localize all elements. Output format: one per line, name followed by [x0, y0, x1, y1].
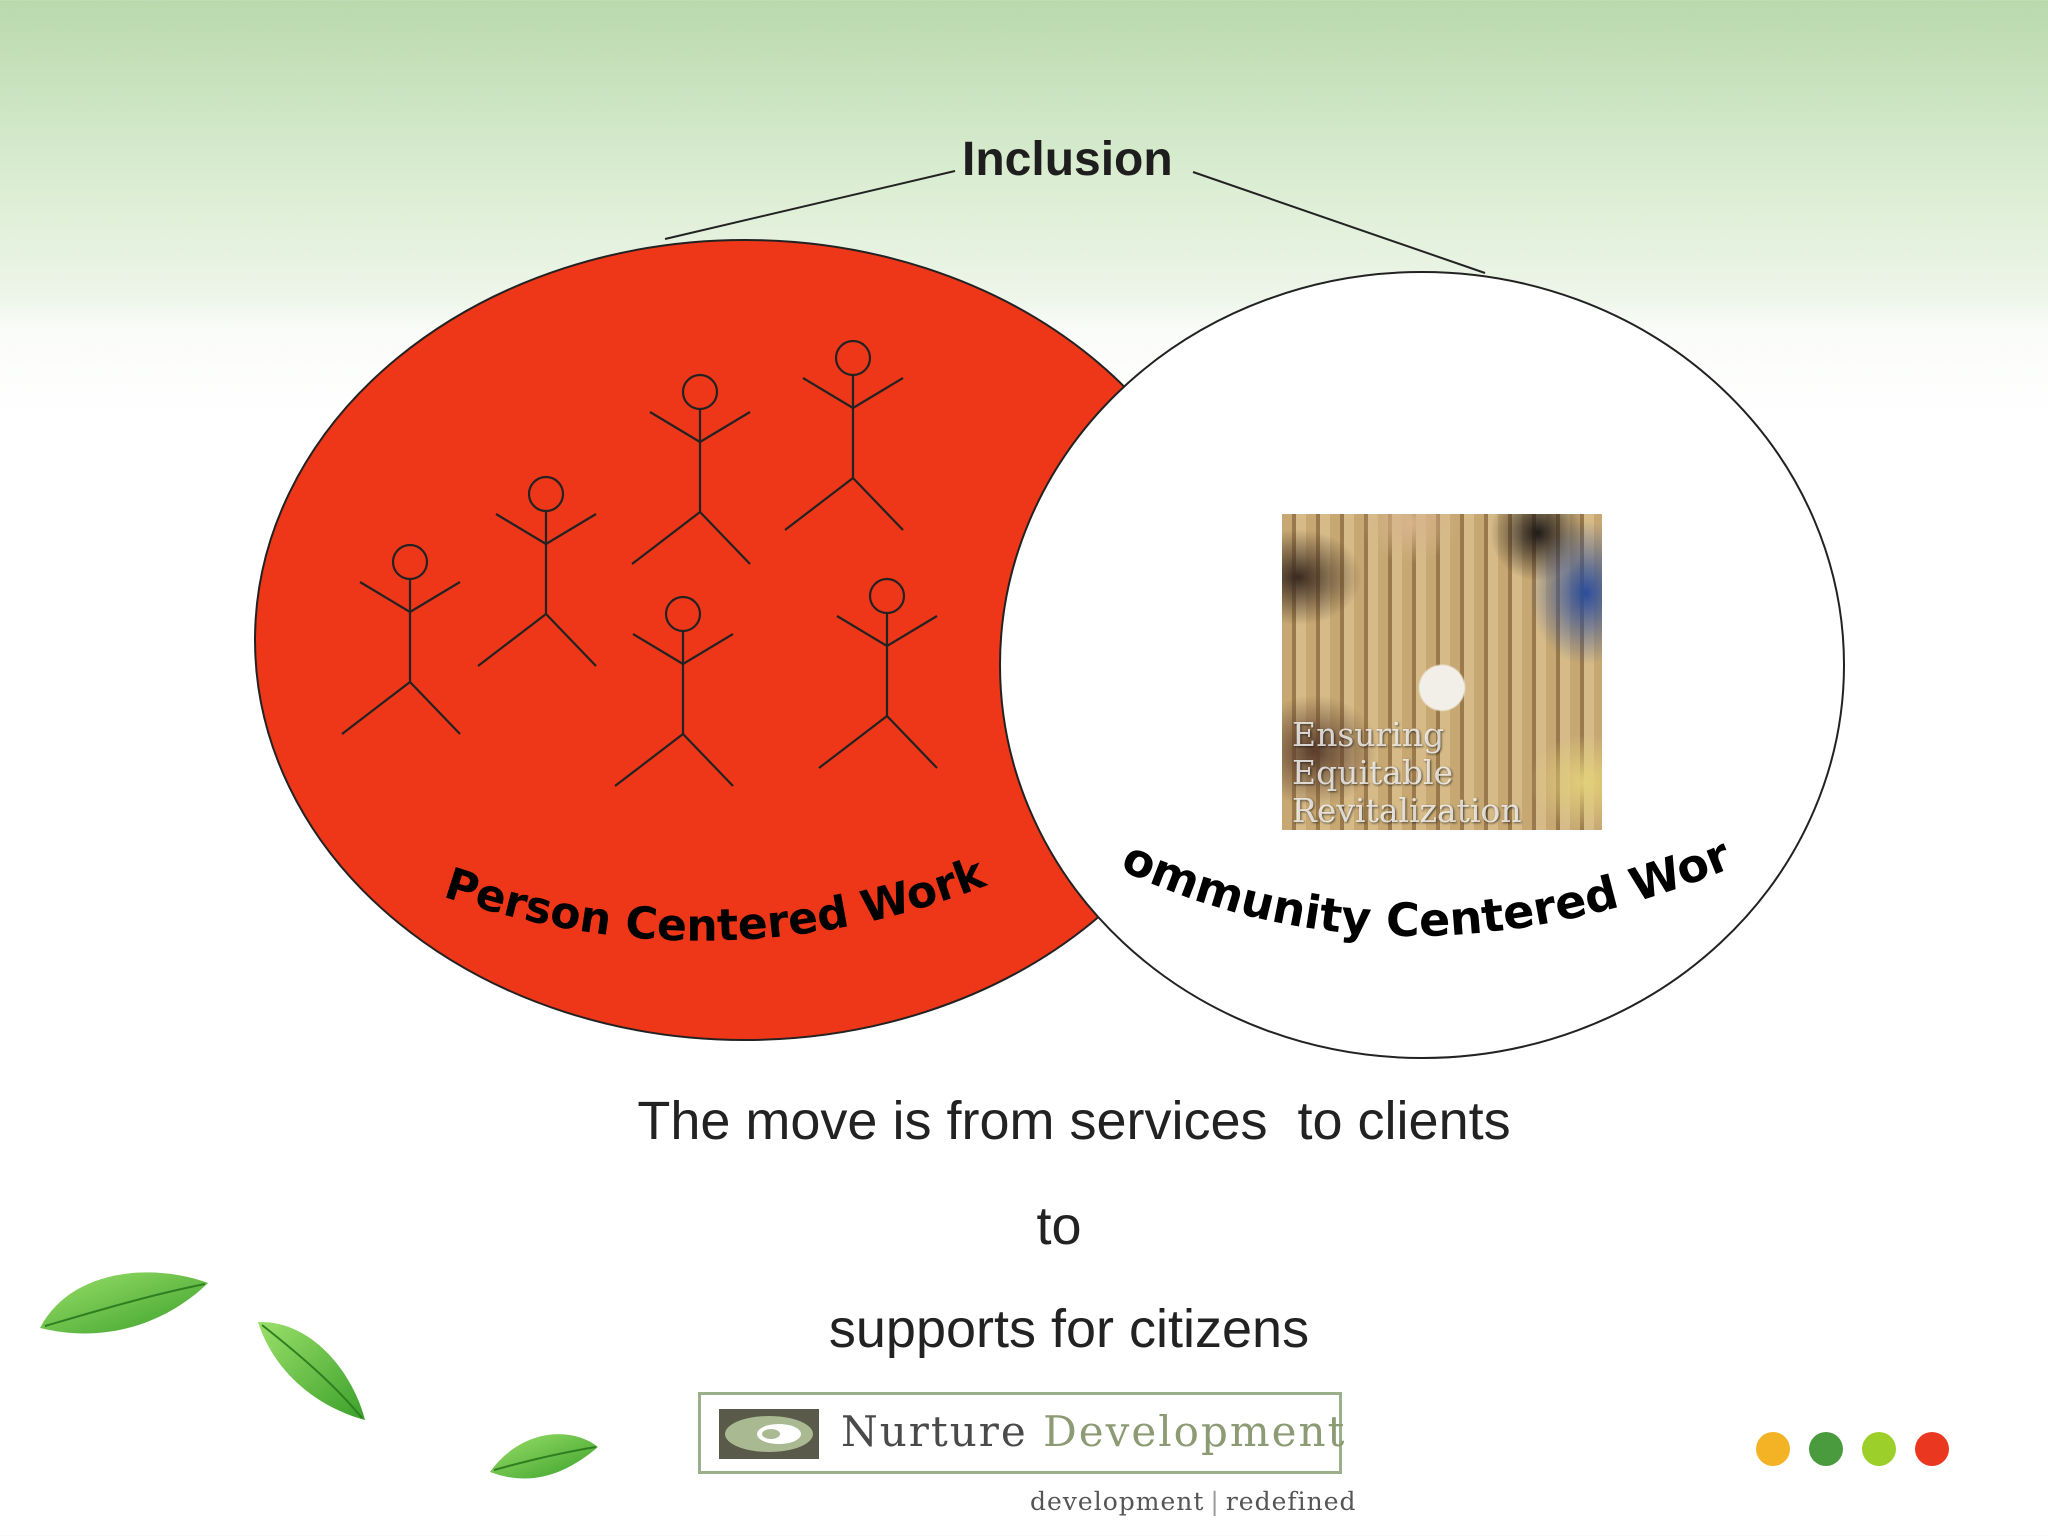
inclusion-line-left	[664, 170, 956, 240]
decorative-dot-dark-green	[1809, 1432, 1843, 1466]
inclusion-line-right	[1192, 171, 1486, 274]
stick-figure-icon	[477, 475, 597, 667]
stick-figures	[341, 339, 938, 787]
stick-figure-icon	[341, 543, 461, 735]
inclusion-label: Inclusion	[962, 133, 1173, 186]
nurture-development-logo: Nurture Development	[698, 1392, 1344, 1474]
logo-tagline: development|redefined	[1030, 1487, 1357, 1516]
decorative-dot-light-green	[1862, 1432, 1896, 1466]
leaf-icon	[490, 1434, 598, 1479]
stick-figure-icon	[784, 339, 904, 531]
stick-figure-icon	[631, 373, 751, 565]
logo-name: Nurture Development	[841, 1407, 1347, 1456]
decorative-dot-red	[1915, 1432, 1949, 1466]
caption-line-1: The move is from services to clients	[637, 1091, 1511, 1151]
caption-line-2: to	[1036, 1196, 1082, 1256]
leaf-icon	[40, 1272, 208, 1334]
caption-line-3: supports for citizens	[828, 1299, 1310, 1359]
community-photo: Ensuring Equitable Revitalization	[1282, 514, 1602, 830]
stick-figure-icon	[818, 577, 938, 769]
decorative-dot-yellow	[1756, 1432, 1790, 1466]
leaf-icon	[258, 1321, 365, 1420]
logo-mark-icon	[719, 1409, 819, 1459]
photo-overlay-text: Ensuring Equitable Revitalization	[1292, 715, 1522, 830]
stick-figure-icon	[614, 595, 734, 787]
